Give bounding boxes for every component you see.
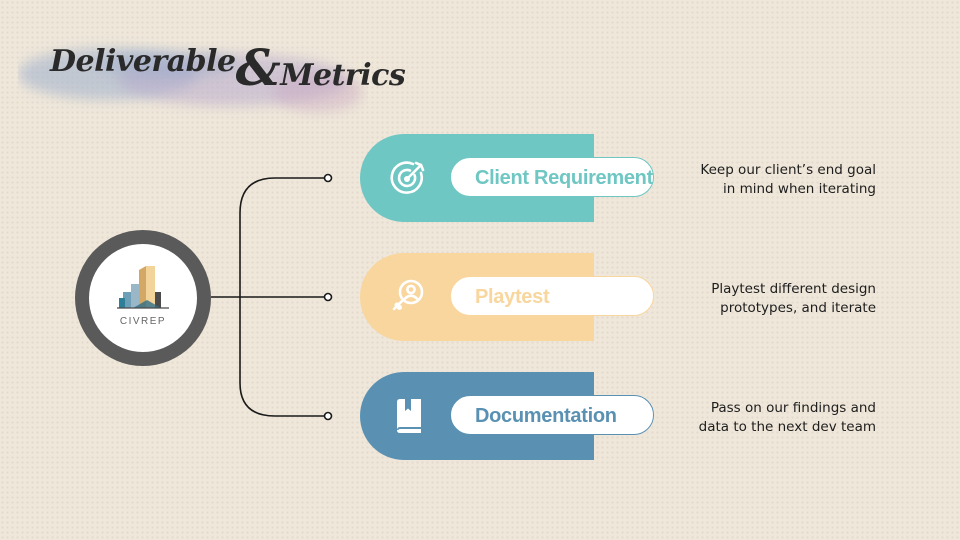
item-label-documentation: Documentation [450,395,654,435]
city-skyline-logo-icon [117,266,169,309]
watercolor-brush-decoration [18,48,363,112]
item-description-documentation: Pass on our findings and data to the nex… [636,399,876,437]
user-search-icon [392,279,424,311]
connector-dot-bottom [323,411,333,421]
connector-dot-middle [323,292,333,302]
desc-line: data to the next dev team [698,419,876,435]
title-ampersand: & [235,38,281,97]
title-word-deliverable: Deliverable [50,44,236,79]
desc-line: Keep our client’s end goal [700,162,876,178]
item-client-requirement: Client Requirement [360,134,654,222]
desc-line: Playtest different design [711,281,876,297]
desc-line: Pass on our findings and [710,400,876,416]
item-playtest: Playtest [360,253,654,341]
target-icon [390,161,425,194]
book-icon [397,399,421,433]
item-label-client-requirement: Client Requirement [450,157,654,197]
logo-ring: CIVREP [75,230,211,366]
item-label-playtest: Playtest [450,276,654,316]
connector-bracket [239,177,328,417]
title-word-metrics: Metrics [280,58,406,93]
logo-wordmark: CIVREP [119,316,167,327]
desc-line: in mind when iterating [722,181,876,197]
item-documentation: Documentation [360,372,654,460]
desc-line: prototypes, and iterate [720,300,876,316]
slide-title: Deliverable&Metrics [50,38,406,97]
item-description-client-requirement: Keep our client’s end goal in mind when … [636,161,876,199]
title-area: Deliverable&Metrics [18,22,406,122]
connector-dot-top [323,173,333,183]
item-description-playtest: Playtest different design prototypes, an… [636,280,876,318]
logo-circle: CIVREP [89,244,197,352]
